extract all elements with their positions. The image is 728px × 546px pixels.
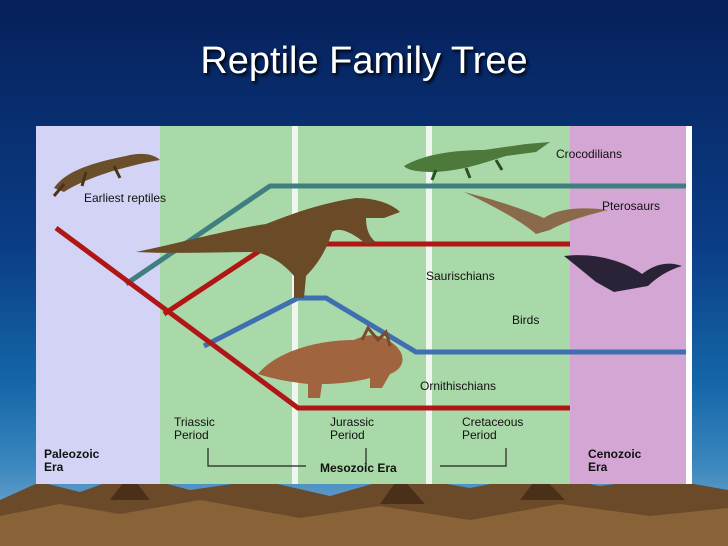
mesozoic-bracket (207, 448, 507, 467)
crocodile-picture (404, 142, 550, 181)
mesozoic-era-label: Mesozoic Era (320, 461, 397, 475)
cenozoic-band (570, 126, 686, 484)
triassic-period-label: Triassic Period (174, 415, 215, 442)
slide-title: Reptile Family Tree (200, 40, 528, 82)
bird-picture (564, 255, 682, 292)
mountain-range (0, 474, 728, 546)
ornithischian-lineage (54, 225, 570, 411)
bird-lineage (202, 295, 686, 355)
pterosaur-picture (464, 192, 608, 234)
crocodilians-label: Crocodilians (556, 147, 623, 161)
jurassic-period-label: Jurassic Period (330, 415, 375, 442)
cretaceous-period-label: Cretaceous Period (462, 415, 524, 442)
saurischians-label: Saurischians (426, 269, 495, 283)
reptile-family-tree-diagram: Earliest reptiles Crocodilians Pterosaur… (36, 126, 692, 484)
triceratops-picture (258, 325, 403, 398)
cenozoic-era-label: Cenozoic Era (588, 447, 642, 474)
earliest-reptiles-label: Earliest reptiles (84, 191, 167, 205)
ornithischians-label: Ornithischians (420, 379, 497, 393)
tyrannosaurus-picture (136, 198, 400, 298)
pterosaurs-label: Pterosaurs (602, 199, 661, 213)
earliest-reptile-picture (52, 153, 160, 197)
paleozoic-band (36, 126, 160, 484)
paleozoic-era-label: Paleozoic Era (44, 447, 100, 474)
birds-label: Birds (512, 313, 540, 327)
